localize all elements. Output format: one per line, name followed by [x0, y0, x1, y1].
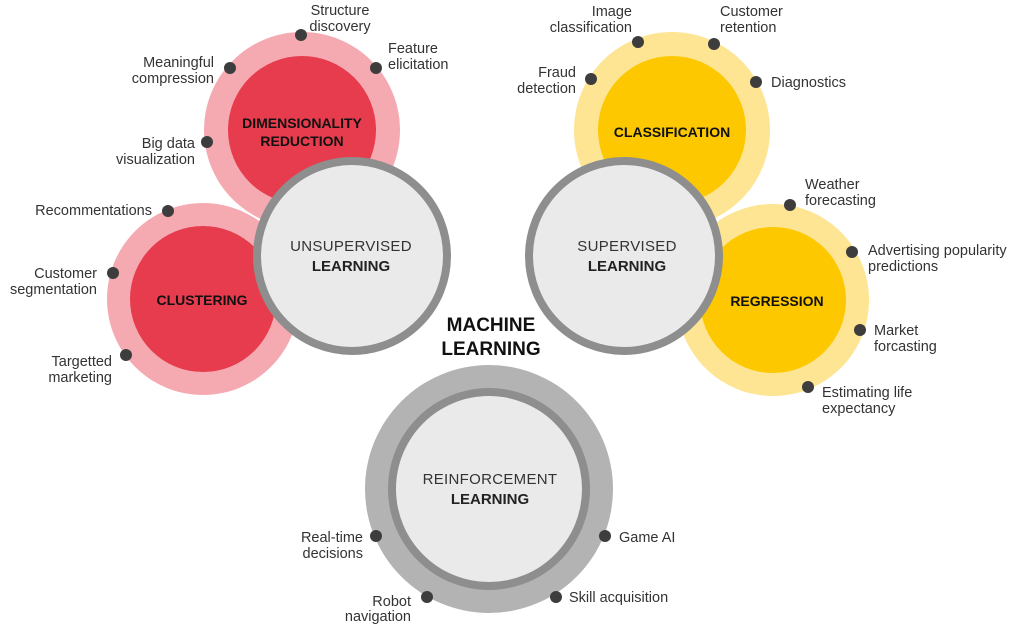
unsupervised-label-1: UNSUPERVISED	[290, 238, 412, 255]
structure-discovery-label-1: Structure	[311, 3, 370, 19]
reinforcement-label-2: LEARNING	[451, 491, 529, 508]
fraud-detection-label-2: detection	[517, 81, 576, 97]
real-time-decisions-label-1: Real-time	[301, 530, 363, 546]
clustering-label: CLUSTERING	[157, 292, 248, 308]
dimensionality-reduction-label-1: DIMENSIONALITY	[242, 115, 362, 131]
supervised-label-2: LEARNING	[588, 258, 666, 275]
dot-skill-acquisition	[550, 591, 562, 603]
image-classification-label-1: Image	[592, 4, 632, 20]
dot-meaningful-compression	[224, 62, 236, 74]
regression-circle	[700, 227, 846, 373]
dimensionality-reduction-label-2: REDUCTION	[260, 133, 343, 149]
reinforcement-learning-hub	[396, 396, 582, 582]
estimating-life-label-1: Estimating life	[822, 385, 912, 401]
dot-advertising-popularity	[846, 246, 858, 258]
skill-acquisition-label: Skill acquisition	[569, 590, 668, 606]
dot-diagnostics	[750, 76, 762, 88]
diagnostics-label: Diagnostics	[771, 75, 846, 91]
dot-targetted-marketing	[120, 349, 132, 361]
customer-retention-label-2: retention	[720, 20, 776, 36]
estimating-life-label-2: expectancy	[822, 401, 896, 417]
customer-retention-label-1: Customer	[720, 4, 783, 20]
dot-robot-navigation	[421, 591, 433, 603]
dot-big-data-visualization	[201, 136, 213, 148]
dot-customer-segmentation	[107, 267, 119, 279]
advertising-popularity-label-1: Advertising popularity	[868, 243, 1007, 259]
customer-segmentation-label-2: segmentation	[10, 282, 97, 298]
robot-navigation-label-1: Robot	[372, 594, 411, 610]
supervised-learning-hub	[525, 157, 723, 355]
meaningful-compression-label-1: Meaningful	[143, 55, 214, 71]
dot-recommentations	[162, 205, 174, 217]
dot-customer-retention	[708, 38, 720, 50]
fraud-detection-label-1: Fraud	[538, 65, 576, 81]
dot-weather-forecasting	[784, 199, 796, 211]
big-data-visualization-label-1: Big data	[142, 136, 196, 152]
title-line-2: LEARNING	[441, 339, 540, 360]
clustering-circle	[130, 226, 276, 372]
feature-elicitation-label-2: elicitation	[388, 57, 448, 73]
advertising-popularity-label-2: predictions	[868, 259, 938, 275]
image-classification-label-2: classification	[550, 20, 632, 36]
dot-feature-elicitation	[370, 62, 382, 74]
dot-market-forcasting	[854, 324, 866, 336]
weather-forecasting-label-2: forecasting	[805, 193, 876, 209]
meaningful-compression-label-2: compression	[132, 71, 214, 87]
classification-label: CLASSIFICATION	[614, 124, 730, 140]
targetted-marketing-label-2: marketing	[48, 370, 112, 386]
dot-estimating-life	[802, 381, 814, 393]
reinforcement-label-1: REINFORCEMENT	[423, 471, 558, 488]
dot-image-classification	[632, 36, 644, 48]
dot-structure-discovery	[295, 29, 307, 41]
title-line-1: MACHINE	[447, 315, 536, 336]
unsupervised-learning-hub	[253, 157, 451, 355]
dot-real-time-decisions	[370, 530, 382, 542]
regression-label: REGRESSION	[730, 293, 823, 309]
recommentations-label: Recommentations	[35, 203, 152, 219]
targetted-marketing-label-1: Targetted	[52, 354, 112, 370]
dot-game-ai	[599, 530, 611, 542]
supervised-label-1: SUPERVISED	[577, 238, 676, 255]
customer-segmentation-label-1: Customer	[34, 266, 97, 282]
dot-fraud-detection	[585, 73, 597, 85]
real-time-decisions-label-2: decisions	[303, 546, 363, 562]
big-data-visualization-label-2: visualization	[116, 152, 195, 168]
market-forcasting-label-1: Market	[874, 323, 918, 339]
game-ai-label: Game AI	[619, 530, 675, 546]
robot-navigation-label-2: navigation	[345, 609, 411, 625]
structure-discovery-label-2: discovery	[309, 19, 371, 35]
unsupervised-label-2: LEARNING	[312, 258, 390, 275]
weather-forecasting-label-1: Weather	[805, 177, 860, 193]
feature-elicitation-label-1: Feature	[388, 41, 438, 57]
market-forcasting-label-2: forcasting	[874, 339, 937, 355]
